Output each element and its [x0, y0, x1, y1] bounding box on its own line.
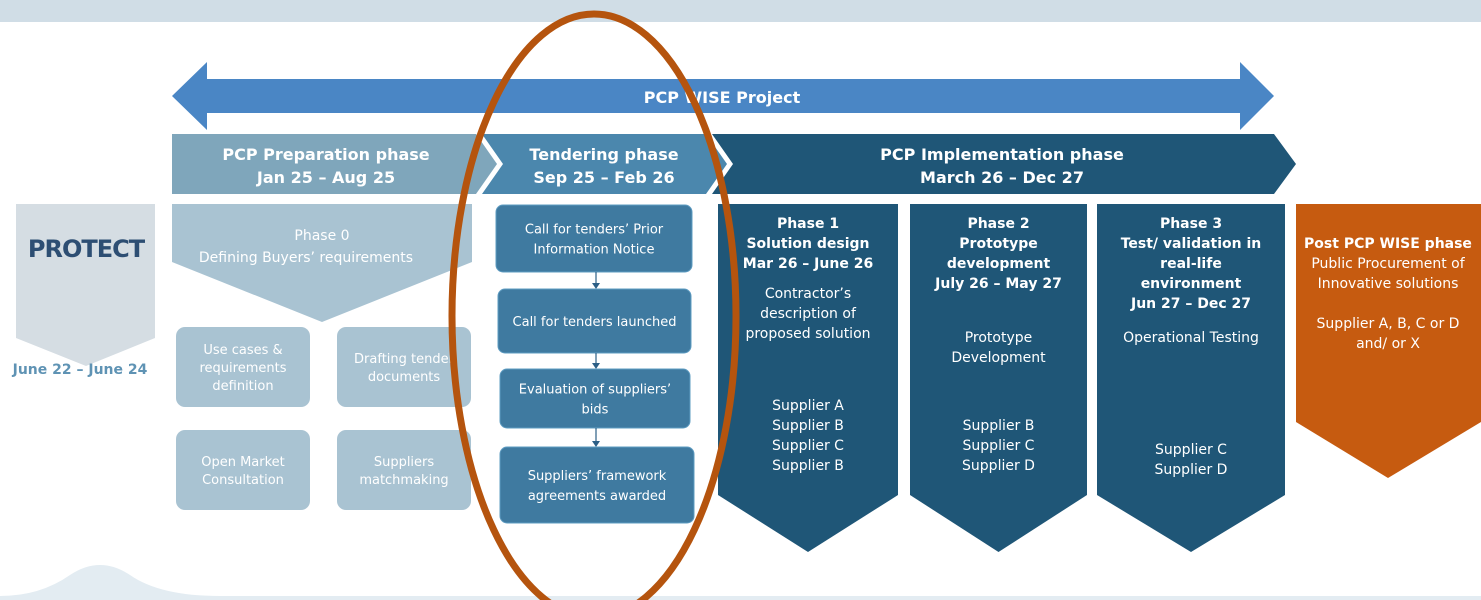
impl-phase-title: Solution design [746, 236, 869, 252]
impl-phase-title: real-life [1160, 256, 1222, 272]
phase0-subtitle: Defining Buyers’ requirements [199, 250, 413, 266]
impl-phase-desc: proposed solution [745, 326, 870, 342]
protect-shape [16, 204, 155, 366]
impl-phase-3-shape [1097, 204, 1285, 552]
tender-step-arrowhead [592, 363, 600, 369]
impl-phase-title: Phase 2 [967, 216, 1029, 232]
top-banner [0, 0, 1481, 22]
use-cases-box-text: requirements [200, 361, 287, 376]
impl-phase-title: environment [1141, 276, 1242, 292]
open-market-box-text: Open Market [201, 455, 285, 470]
protect-dates: June 22 – June 24 [12, 362, 148, 378]
tender-header-arrow [482, 134, 727, 194]
impl-phase-supplier: Supplier C [772, 438, 844, 454]
post-phase-line: Supplier A, B, C or D [1317, 316, 1460, 332]
post-phase-line: and/ or X [1356, 336, 1420, 352]
tender-step-text: Suppliers’ framework [528, 469, 667, 484]
tender-step-text: Call for tenders’ Prior [525, 223, 664, 238]
protect-logo: PROTECT [28, 235, 147, 263]
tender-header-dates: Sep 25 – Feb 26 [533, 168, 674, 187]
prep-header-arrow [172, 134, 497, 194]
impl-phase-title: Phase 3 [1160, 216, 1222, 232]
tender-step-arrowhead [592, 283, 600, 289]
impl-phase-supplier: Supplier A [772, 398, 844, 414]
impl-phase-title: development [947, 256, 1051, 272]
impl-header-dates: March 26 – Dec 27 [920, 168, 1084, 187]
tender-step-box [497, 288, 692, 354]
open-market-box-text: Consultation [202, 473, 284, 488]
tender-header-title: Tendering phase [529, 145, 678, 164]
impl-phase-desc: Operational Testing [1123, 330, 1259, 346]
impl-phase-supplier: Supplier C [963, 438, 1035, 454]
impl-phase-title: Test/ validation in [1121, 236, 1262, 252]
project-arrow [172, 62, 1274, 130]
impl-header-title: PCP Implementation phase [880, 145, 1124, 164]
phase0-title: Phase 0 [294, 228, 349, 244]
impl-phase-desc: Prototype [965, 330, 1033, 346]
project-label: PCP WISE Project [644, 88, 801, 107]
drafting-tender-box [337, 327, 471, 407]
impl-phase-title: Mar 26 – June 26 [743, 256, 873, 272]
impl-phase-supplier: Supplier D [962, 458, 1035, 474]
impl-phase-title: Jun 27 – Dec 27 [1130, 296, 1251, 312]
post-phase-line: Public Procurement of [1311, 256, 1465, 272]
impl-phase-supplier: Supplier B [963, 418, 1035, 434]
tender-step-arrowhead [592, 441, 600, 447]
tender-step-box [499, 368, 691, 429]
phase0-shape [172, 204, 472, 322]
use-cases-box-text: definition [212, 379, 273, 394]
impl-header-arrow [712, 134, 1296, 194]
tender-step-text: agreements awarded [528, 489, 666, 504]
bottom-decoration [0, 565, 1481, 600]
matchmaking-box-text: matchmaking [359, 473, 448, 488]
impl-phase-desc: Contractor’s [765, 286, 851, 302]
post-phase-title: Post PCP WISE phase [1304, 236, 1472, 252]
post-phase-line: Innovative solutions [1318, 276, 1459, 292]
impl-phase-2-shape [910, 204, 1087, 552]
prep-header-dates: Jan 25 – Aug 25 [256, 168, 395, 187]
prep-activity-boxes: Use cases & requirements definition Draftin… [176, 327, 471, 510]
tender-step-text: bids [582, 403, 609, 418]
matchmaking-box [337, 430, 471, 510]
impl-phase-1-shape [718, 204, 898, 552]
impl-phase-desc: description of [760, 306, 857, 322]
open-market-box [176, 430, 310, 510]
tender-step-text: Information Notice [534, 243, 655, 258]
impl-phase-desc: Development [951, 350, 1046, 366]
tendering-highlight-ellipse [448, 10, 740, 600]
impl-phase-supplier: Supplier D [1155, 462, 1228, 478]
drafting-tender-box-text: Drafting tender [354, 352, 455, 367]
tender-step-text: Call for tenders launched [513, 315, 677, 330]
matchmaking-box-text: Suppliers [374, 455, 435, 470]
tender-step-box [499, 446, 695, 524]
protect-logo-text: PROTECT [28, 235, 146, 263]
post-phase-shape [1296, 204, 1481, 478]
impl-phase-supplier: Supplier B [772, 418, 844, 434]
tender-step-box [495, 204, 693, 273]
tender-step-text: Evaluation of suppliers’ [519, 383, 671, 398]
use-cases-box [176, 327, 310, 407]
use-cases-box-text: Use cases & [203, 343, 282, 358]
impl-phase-supplier: Supplier B [772, 458, 844, 474]
impl-phase-title: Prototype [959, 236, 1037, 252]
drafting-tender-box-text: documents [368, 370, 441, 385]
prep-header-title: PCP Preparation phase [222, 145, 429, 164]
impl-phase-title: Phase 1 [777, 216, 839, 232]
impl-phase-title: July 26 – May 27 [934, 276, 1062, 292]
impl-phase-supplier: Supplier C [1155, 442, 1227, 458]
